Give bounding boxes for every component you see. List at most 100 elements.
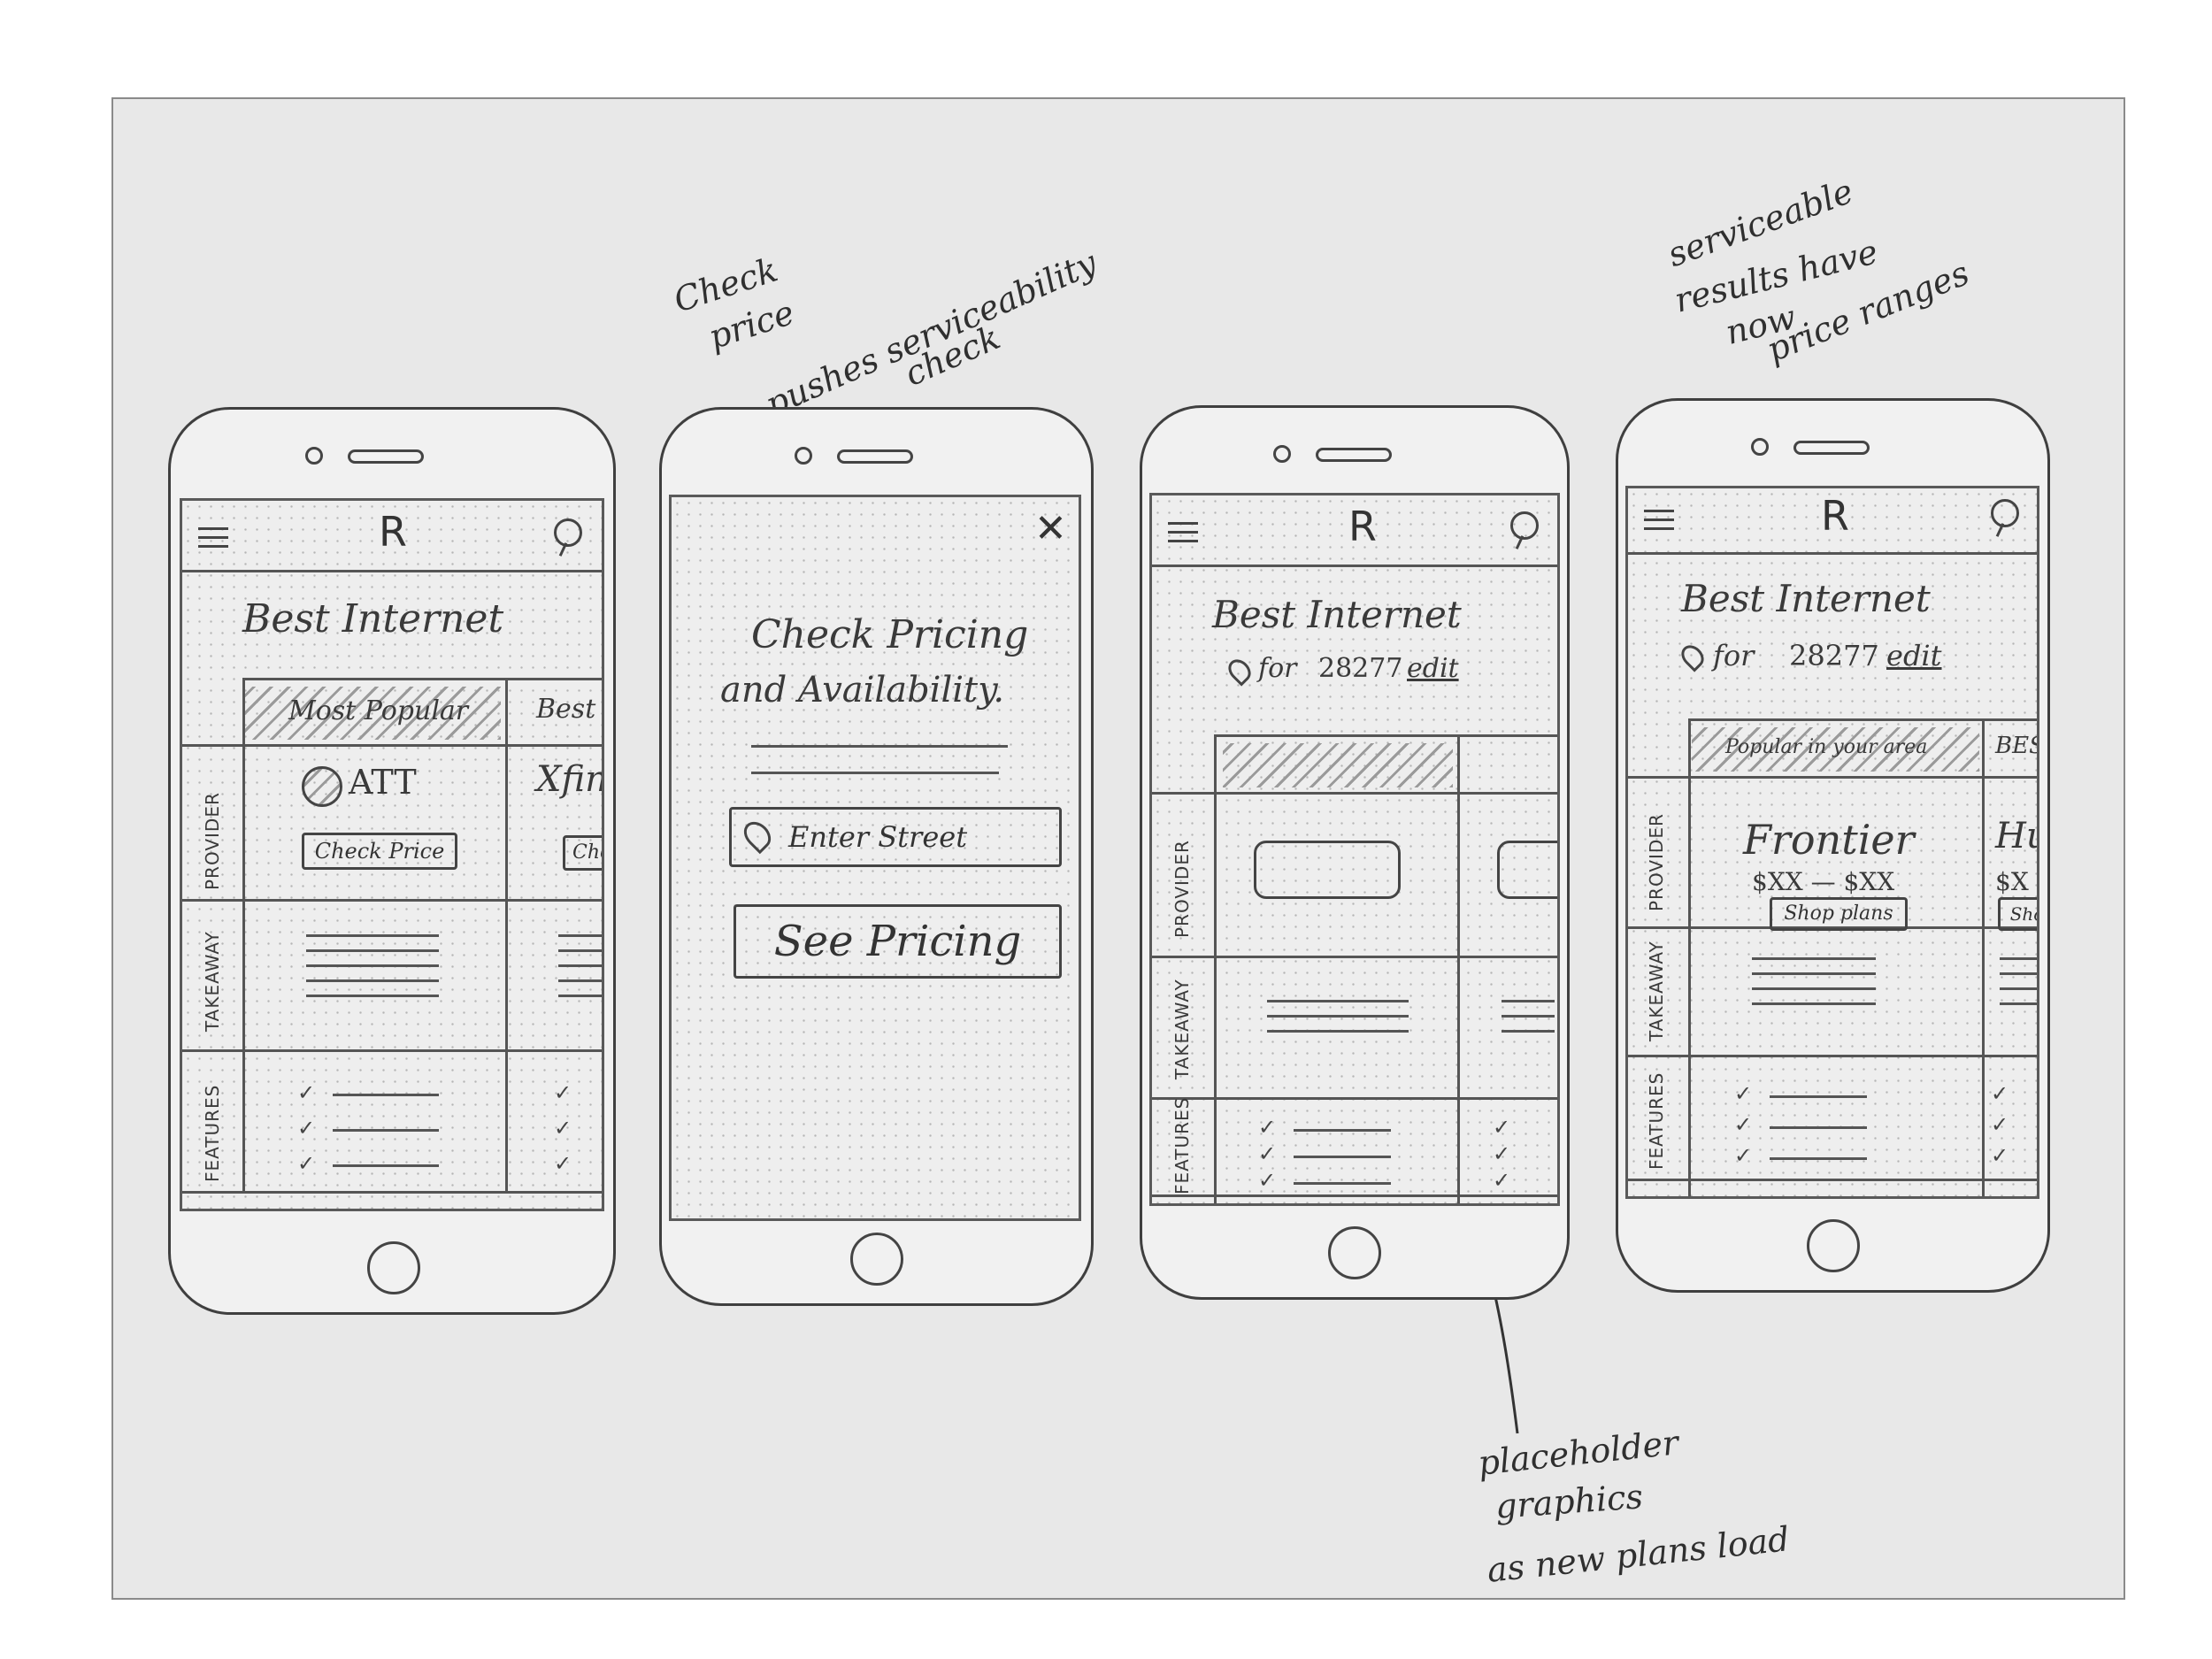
provider-name-att: ATT <box>349 763 417 802</box>
check-icon: ✓ <box>1258 1115 1277 1140</box>
hamburger-icon[interactable] <box>1168 522 1198 543</box>
street-input[interactable]: Enter Street <box>729 807 1062 867</box>
phone-2: ✕ Check Pricing and Availability. Enter … <box>659 407 1094 1306</box>
check-price-button-2[interactable]: Che <box>563 835 602 871</box>
camera-icon <box>1273 445 1291 463</box>
edit-link[interactable]: edit <box>1407 653 1459 684</box>
location-prefix: for <box>1258 653 1297 684</box>
phone-4: R Best Internet for 28277 edit Popular i… <box>1616 398 2050 1293</box>
edit-link[interactable]: edit <box>1886 639 1942 672</box>
column-header-most-popular: Most Popular <box>288 695 469 726</box>
check-icon: ✓ <box>1991 1143 2009 1168</box>
check-icon: ✓ <box>554 1116 572 1141</box>
home-button-icon[interactable] <box>850 1233 903 1286</box>
speaker-icon <box>1793 441 1870 455</box>
check-icon: ✓ <box>297 1151 316 1176</box>
hamburger-icon[interactable] <box>198 527 228 549</box>
grid-line <box>1152 1194 1557 1197</box>
feature-line <box>1294 1129 1391 1132</box>
modal-title-line1: Check Pricing <box>751 612 1029 657</box>
feature-line <box>333 1129 439 1132</box>
screen: R Best Internet for 28277 edit Popular i… <box>1625 486 2039 1199</box>
page-title: Best Internet <box>1212 593 1462 636</box>
grid-line <box>1688 718 2037 721</box>
placeholder-lines <box>1267 1000 1409 1045</box>
header-divider <box>182 570 602 572</box>
grid-line <box>1214 734 1217 1203</box>
row-label-features: FEATURES <box>1646 1071 1667 1170</box>
grid-line <box>182 899 602 902</box>
check-icon: ✓ <box>1258 1168 1277 1193</box>
price-range-2: $X <box>1995 867 2029 896</box>
hamburger-icon[interactable] <box>1644 510 1674 531</box>
speaker-icon <box>837 449 913 464</box>
check-icon: ✓ <box>1991 1112 2009 1137</box>
provider-name-xfinity: Xfin <box>536 759 604 800</box>
grid-line <box>182 1049 602 1052</box>
home-button-icon[interactable] <box>1328 1226 1381 1279</box>
grid-line <box>1152 956 1557 958</box>
grid-line <box>1688 718 1691 1196</box>
check-icon: ✓ <box>554 1080 572 1105</box>
grid-line <box>1628 1055 2037 1057</box>
home-button-icon[interactable] <box>1807 1219 1860 1272</box>
camera-icon <box>305 447 323 465</box>
grid-line <box>242 678 602 680</box>
row-label-takeaway: TAKEAWAY <box>202 931 223 1032</box>
shop-plans-button-2[interactable]: Sho <box>1998 897 2037 931</box>
search-icon[interactable] <box>1991 499 2019 527</box>
modal-title-line2: and Availability. <box>720 670 1005 710</box>
page-title: Best Internet <box>1681 577 1931 620</box>
grid-line <box>1628 926 2037 929</box>
grid-line <box>505 678 508 1191</box>
search-icon[interactable] <box>554 518 582 547</box>
check-icon: ✓ <box>1493 1115 1511 1140</box>
feature-line <box>1294 1156 1391 1158</box>
check-icon: ✓ <box>1991 1081 2009 1106</box>
row-label-takeaway: TAKEAWAY <box>1171 979 1193 1079</box>
search-icon[interactable] <box>1510 511 1539 540</box>
price-range: $XX — $XX <box>1752 867 1895 896</box>
grid-line <box>1628 776 2037 779</box>
speaker-icon <box>348 449 424 464</box>
check-icon: ✓ <box>297 1080 316 1105</box>
shop-plans-button[interactable]: Shop plans <box>1770 897 1908 931</box>
feature-line <box>1770 1095 1867 1098</box>
grid-line <box>182 744 602 747</box>
phone-3: R Best Internet for 28277 edit PROVIDER … <box>1140 405 1570 1300</box>
grid-line <box>1982 718 1985 1196</box>
placeholder-graphic <box>1497 841 1557 899</box>
screen: ✕ Check Pricing and Availability. Enter … <box>669 495 1081 1221</box>
see-pricing-button[interactable]: See Pricing <box>733 904 1062 979</box>
column-header-popular: Popular in your area <box>1725 736 1928 758</box>
home-button-icon[interactable] <box>367 1241 420 1294</box>
feature-line <box>333 1094 439 1096</box>
takeaway-lines <box>1752 957 1876 1018</box>
camera-icon <box>1751 438 1769 456</box>
pin-icon <box>738 816 777 855</box>
placeholder-graphic <box>1254 841 1401 899</box>
grid-line <box>1628 1179 2037 1181</box>
grid-line <box>1457 734 1460 1203</box>
row-label-provider: PROVIDER <box>1171 840 1193 938</box>
logo-r[interactable]: R <box>1348 503 1377 550</box>
row-label-provider: PROVIDER <box>202 792 223 890</box>
header-divider <box>1152 565 1557 567</box>
logo-r[interactable]: R <box>1821 492 1849 540</box>
header-divider <box>1628 552 2037 555</box>
provider-logo-att <box>302 766 342 807</box>
location-prefix: for <box>1713 639 1755 672</box>
takeaway-lines-2 <box>558 934 602 1010</box>
check-icon: ✓ <box>1734 1112 1753 1137</box>
street-input-placeholder: Enter Street <box>788 820 968 854</box>
row-label-features: FEATURES <box>202 1084 223 1182</box>
close-icon[interactable]: ✕ <box>1034 506 1067 551</box>
grid-line <box>1214 734 1557 737</box>
phone-1: R Best Internet Most Popular Best PROVID… <box>168 407 616 1315</box>
zip-code: 28277 <box>1789 639 1879 672</box>
check-price-button[interactable]: Check Price <box>302 833 457 870</box>
logo-r[interactable]: R <box>379 508 407 556</box>
placeholder-header-hatch <box>1223 743 1453 787</box>
feature-line <box>1770 1157 1867 1160</box>
takeaway-lines <box>306 934 439 1010</box>
